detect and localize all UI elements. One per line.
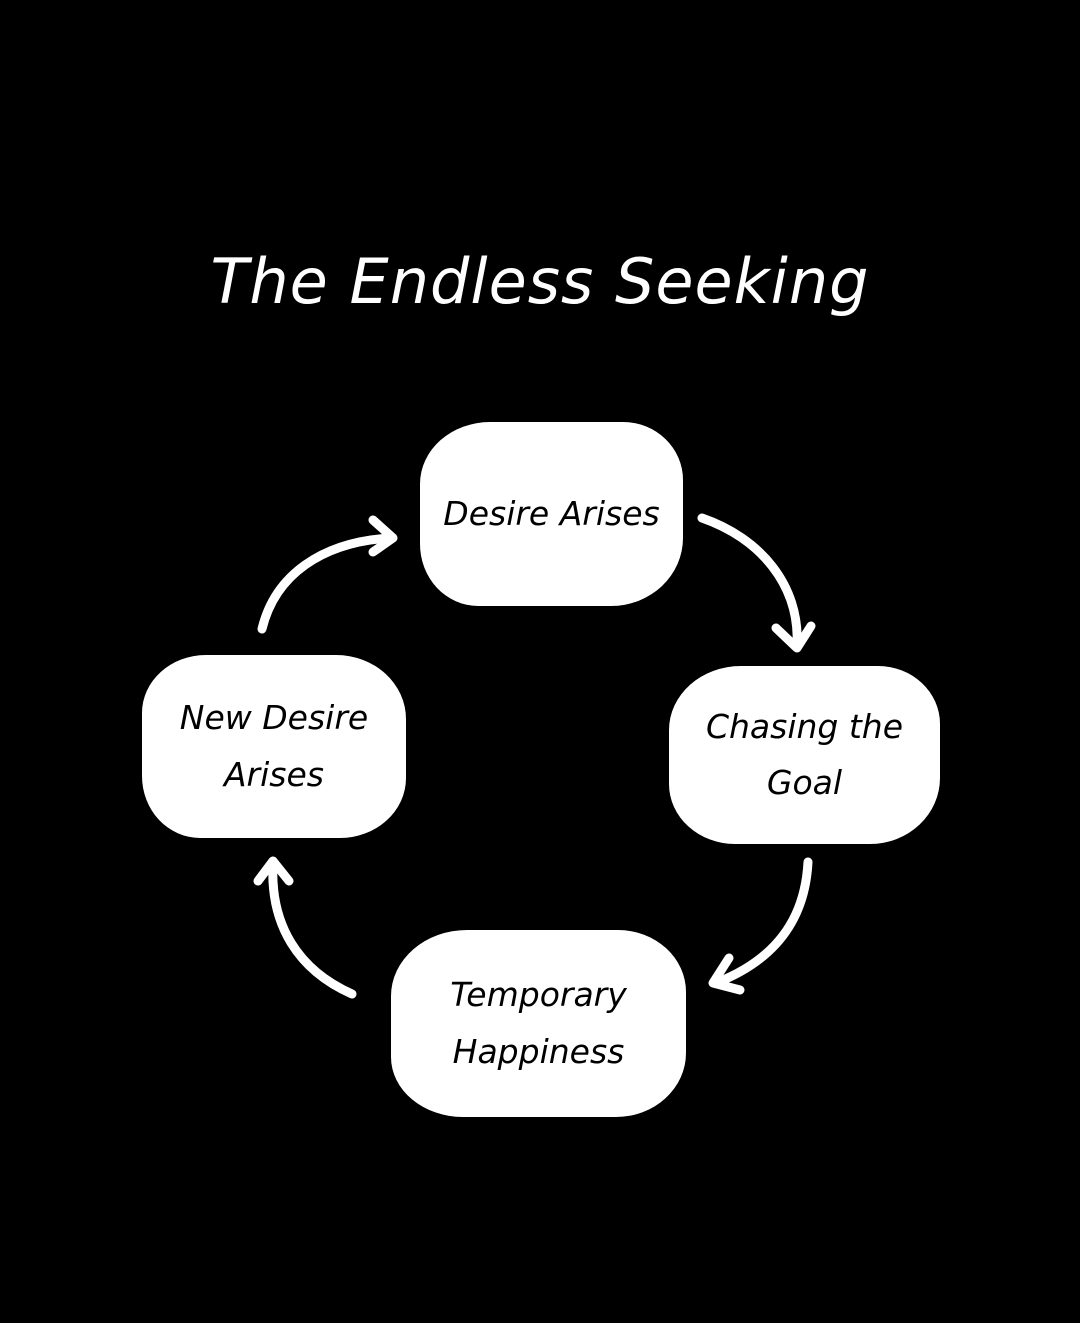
arrowhead-chasing-to-temporary — [708, 953, 745, 995]
node-chasing-the-goal-label: Chasing the Goal — [705, 706, 904, 802]
diagram-title: The Endless Seeking — [210, 245, 870, 318]
node-chasing-the-goal: Chasing the Goal — [669, 666, 940, 844]
arrowhead-new-to-desire — [368, 515, 398, 557]
arrow-temporary-to-new — [268, 859, 357, 999]
node-new-desire-arises: New Desire Arises — [142, 655, 406, 838]
node-temporary-happiness-line-1: Temporary — [450, 975, 627, 1015]
node-new-desire-arises-line-2: Arises — [223, 754, 324, 794]
node-new-desire-arises-line-1: New Desire — [179, 698, 369, 738]
arrowhead-desire-to-chasing — [771, 621, 816, 653]
node-temporary-happiness: Temporary Happiness — [391, 930, 686, 1117]
node-temporary-happiness-line-2: Happiness — [452, 1031, 625, 1071]
node-desire-arises-label: Desire Arises — [443, 493, 660, 533]
arrow-desire-to-chasing — [697, 513, 802, 650]
arrow-chasing-to-temporary — [711, 857, 813, 988]
node-desire-arises: Desire Arises — [420, 422, 683, 606]
arrow-new-to-desire — [257, 533, 395, 634]
arrowhead-temporary-to-new — [253, 856, 294, 886]
